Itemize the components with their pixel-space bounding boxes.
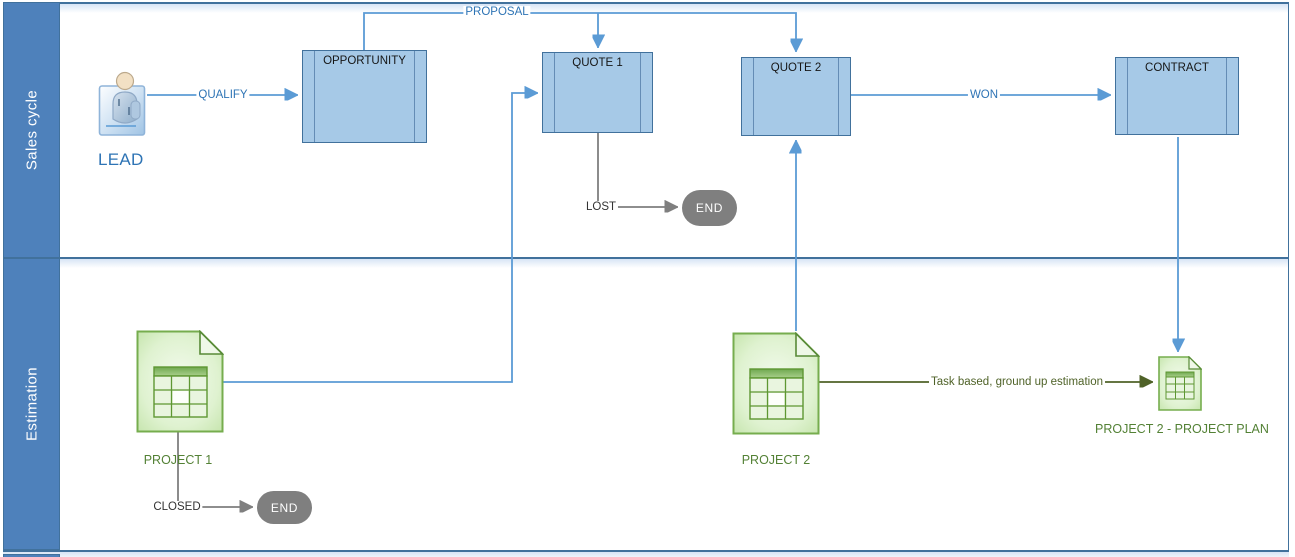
connector-label-lost: LOST: [583, 201, 619, 213]
connector-project1-quote1[interactable]: [223, 93, 538, 383]
connector-label-proposal: PROPOSAL: [463, 6, 531, 18]
page-top-border: [3, 2, 1289, 4]
node-opportunity[interactable]: OPPORTUNITY: [302, 50, 427, 143]
document-table-icon: [732, 332, 820, 435]
connector-closed-line[interactable]: [177, 432, 253, 507]
node-end-estimation-label: END: [270, 500, 299, 515]
lane-title-estimation: Estimation: [23, 366, 40, 442]
bottom-shade: [3, 552, 1289, 557]
node-quote1[interactable]: QUOTE 1: [542, 52, 653, 133]
divider-shade: [3, 259, 1289, 268]
node-contract[interactable]: CONTRACT: [1115, 57, 1239, 135]
page-bottom-border: [3, 550, 1289, 552]
node-quote1-label: QUOTE 1: [572, 57, 623, 69]
node-project-plan-label: PROJECT 2 - PROJECT PLAN: [1095, 422, 1269, 436]
node-quote2[interactable]: QUOTE 2: [741, 57, 851, 136]
top-shade: [3, 4, 1289, 13]
node-end-estimation[interactable]: END: [257, 491, 312, 524]
node-opportunity-label: OPPORTUNITY: [323, 55, 406, 67]
lane-divider: [3, 257, 1289, 259]
node-end-sales-label: END: [695, 201, 724, 215]
node-quote2-label: QUOTE 2: [770, 62, 822, 74]
connector-proposal-trunk[interactable]: [363, 12, 796, 52]
document-table-icon: [1158, 356, 1202, 411]
node-lead[interactable]: [98, 71, 148, 139]
node-project2-label: PROJECT 2: [741, 453, 811, 467]
node-contract-label: CONTRACT: [1145, 62, 1209, 74]
node-end-sales[interactable]: END: [682, 190, 737, 226]
lane-header-next-stub: [3, 554, 60, 557]
lane-header-estimation[interactable]: Estimation: [3, 258, 60, 550]
node-project1[interactable]: [136, 330, 224, 433]
connector-label-qualify: QUALIFY: [196, 89, 250, 101]
node-lead-label: LEAD: [98, 150, 144, 169]
document-table-icon: [136, 330, 224, 433]
page-right-border: [1287, 2, 1290, 551]
connector-lost-line[interactable]: [597, 133, 678, 207]
person-icon: [98, 71, 146, 136]
node-project2[interactable]: [732, 332, 820, 435]
node-project1-label: PROJECT 1: [143, 453, 213, 467]
connector-label-won: WON: [967, 89, 1001, 101]
connector-label-task-based: Task based, ground up estimation: [929, 376, 1105, 388]
lane-title-sales-cycle: Sales cycle: [23, 89, 40, 171]
node-project-plan[interactable]: [1158, 356, 1202, 411]
lane-header-sales-cycle[interactable]: Sales cycle: [3, 2, 60, 258]
connector-label-closed: CLOSED: [151, 501, 203, 513]
